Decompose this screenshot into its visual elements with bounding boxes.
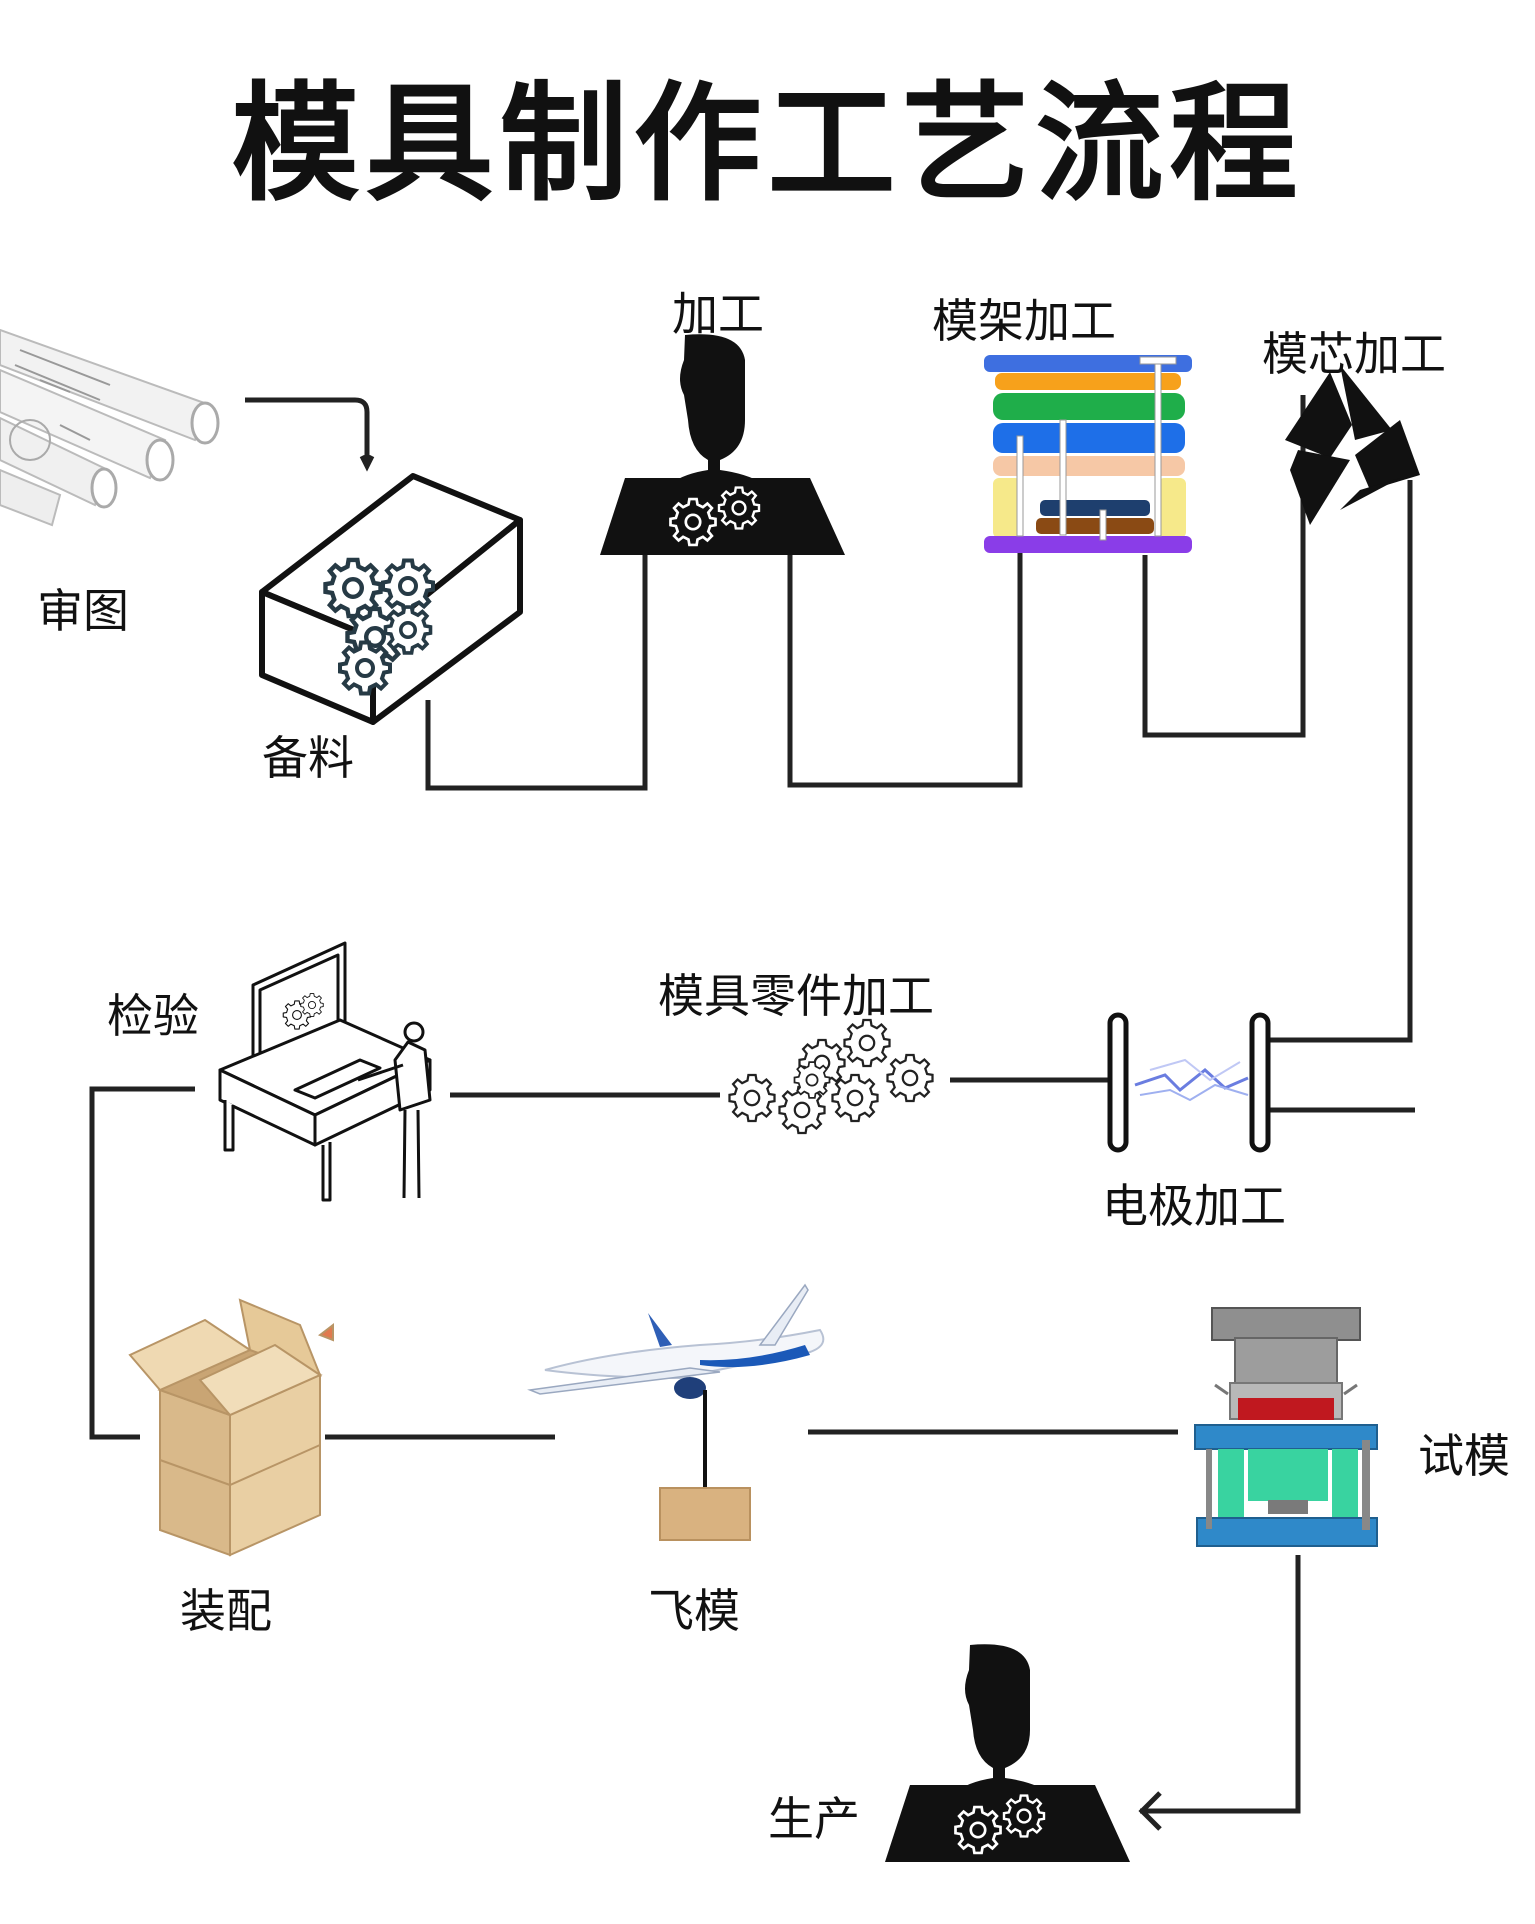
connector-moldbase-core xyxy=(1142,395,1306,738)
arrow-to-production xyxy=(1138,1791,1162,1831)
connector-inspection-assembly xyxy=(89,1086,195,1440)
gears-cluster-icon xyxy=(728,1018,934,1135)
label-mold-base: 模架加工 xyxy=(932,294,1116,348)
inspection-workstation-icon xyxy=(218,941,432,1202)
blueprint-rolls-icon xyxy=(0,328,220,527)
connector-core-electrode xyxy=(1268,480,1413,1043)
label-trial: 试模 xyxy=(1418,1429,1510,1483)
label-production: 生产 xyxy=(768,1792,860,1846)
cardboard-box-icon xyxy=(128,1298,334,1557)
production-worker-icon xyxy=(885,1644,1130,1862)
label-assembly: 装配 xyxy=(180,1584,272,1638)
mold-base-icon xyxy=(984,355,1192,553)
label-inspection: 检验 xyxy=(107,989,199,1043)
connector-review-material xyxy=(245,397,370,462)
connector-material-machining xyxy=(425,553,648,791)
label-mold-core: 模芯加工 xyxy=(1262,327,1446,381)
airplane-model-icon xyxy=(527,1283,825,1541)
label-electrode: 电极加工 xyxy=(1102,1179,1286,1233)
connector-machining-moldbase xyxy=(787,545,1023,788)
electrode-icon xyxy=(1107,1012,1271,1153)
material-box-icon xyxy=(259,473,523,725)
mold-core-icon xyxy=(1285,365,1420,525)
label-fly-mold: 飞模 xyxy=(648,1584,740,1638)
label-review: 审图 xyxy=(37,584,129,638)
label-material: 备料 xyxy=(262,731,354,785)
worker-silhouette-icon xyxy=(600,334,845,555)
label-mold-parts: 模具零件加工 xyxy=(658,969,934,1023)
connector-trial-production xyxy=(1140,1555,1301,1814)
label-machining: 加工 xyxy=(672,287,764,341)
connector-lines xyxy=(89,395,1415,1831)
page-title: 模具制作工艺流程 xyxy=(231,70,1304,219)
arrow-to-material xyxy=(359,454,375,472)
injection-molding-machine-icon xyxy=(1194,1307,1378,1547)
